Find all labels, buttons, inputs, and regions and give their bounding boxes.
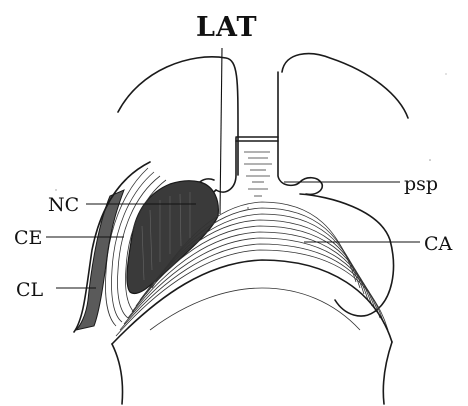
lower-stem-right bbox=[383, 342, 392, 404]
label-ce: CE bbox=[14, 227, 42, 249]
lower-inner-curve bbox=[150, 288, 360, 330]
leader-lat bbox=[220, 48, 222, 214]
left-hemisphere-outline bbox=[118, 57, 238, 175]
label-lat: LAT bbox=[196, 12, 258, 43]
label-ca: CA bbox=[424, 233, 453, 255]
right-hemisphere-outline bbox=[282, 54, 408, 118]
septum-hatching bbox=[244, 152, 272, 196]
label-cl: CL bbox=[16, 279, 44, 301]
septum-right-wall bbox=[278, 72, 300, 185]
label-nc: NC bbox=[48, 194, 79, 216]
septum-left-wall bbox=[216, 138, 236, 192]
septum-hook-right bbox=[300, 178, 322, 195]
label-psp: psp bbox=[404, 173, 438, 195]
lower-stem-left bbox=[112, 344, 123, 404]
